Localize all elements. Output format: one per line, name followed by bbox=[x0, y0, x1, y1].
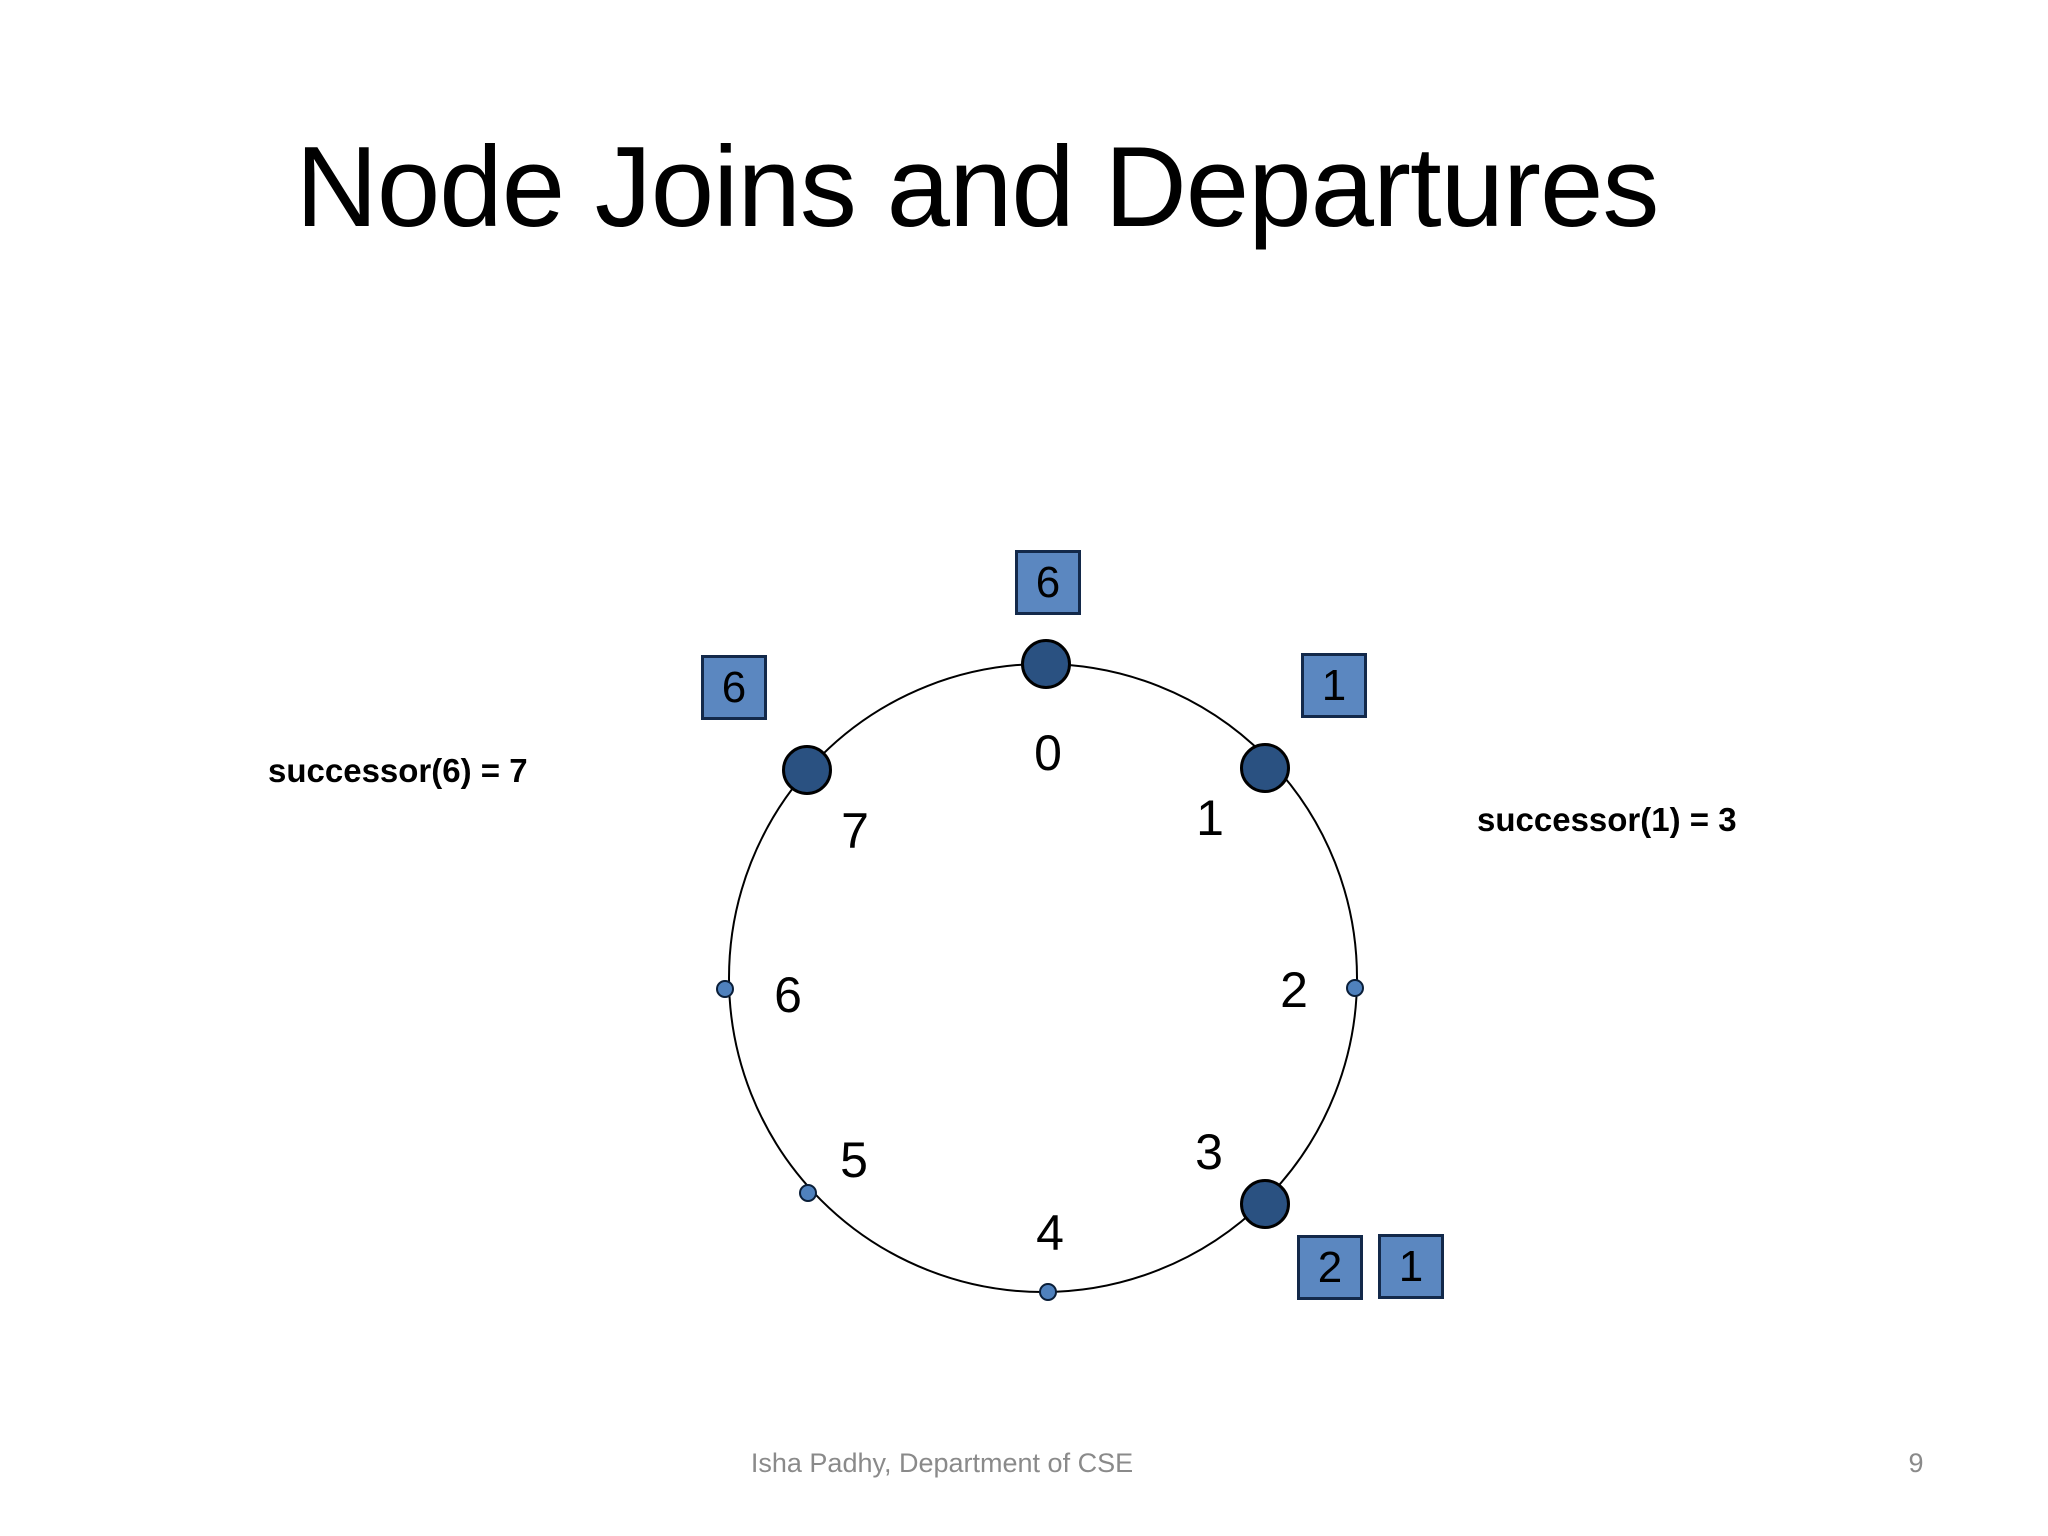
empty-position-2 bbox=[1346, 979, 1364, 997]
page-number: 9 bbox=[1908, 1448, 1924, 1478]
key-6-above-node-0: 6 bbox=[1015, 550, 1081, 615]
successor-6-label: successor(6) = 7 bbox=[268, 752, 528, 789]
position-label-1: 1 bbox=[1196, 790, 1224, 846]
active-node-3 bbox=[1240, 1179, 1290, 1229]
empty-position-4 bbox=[1039, 1283, 1057, 1301]
key-1-at-node-3: 1 bbox=[1378, 1234, 1444, 1299]
slide-title: Node Joins and Departures bbox=[295, 124, 1660, 251]
position-label-7: 7 bbox=[841, 803, 869, 859]
position-label-4: 4 bbox=[1036, 1205, 1064, 1261]
empty-position-5 bbox=[799, 1184, 817, 1202]
position-label-3: 3 bbox=[1195, 1124, 1223, 1180]
key-6-at-node-7: 6 bbox=[701, 655, 767, 720]
key-1-at-node-1: 1 bbox=[1301, 653, 1367, 718]
active-node-0 bbox=[1021, 639, 1071, 689]
position-label-5: 5 bbox=[840, 1132, 868, 1188]
successor-1-label: successor(1) = 3 bbox=[1477, 801, 1737, 838]
footer-credit: Isha Padhy, Department of CSE bbox=[750, 1448, 1134, 1478]
key-2-at-node-3: 2 bbox=[1297, 1235, 1363, 1300]
empty-position-6 bbox=[716, 980, 734, 998]
active-node-7 bbox=[782, 745, 832, 795]
active-node-1 bbox=[1240, 743, 1290, 793]
position-label-2: 2 bbox=[1280, 962, 1308, 1018]
position-label-6: 6 bbox=[774, 967, 802, 1023]
position-label-0: 0 bbox=[1034, 725, 1062, 781]
